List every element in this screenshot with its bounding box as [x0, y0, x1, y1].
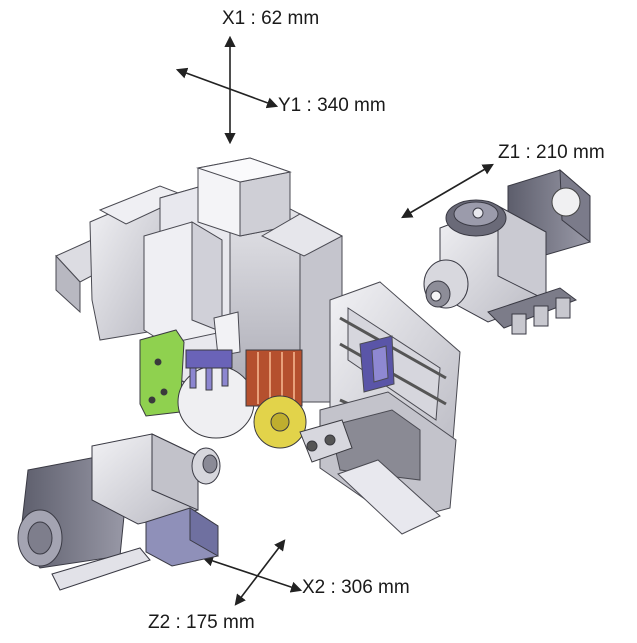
y1-axis-arrow: [175, 67, 279, 109]
green-bracket: [139, 329, 185, 417]
z1-axis-label: Z1 : 210 mm: [498, 142, 605, 163]
z2-axis-arrow: [234, 539, 286, 606]
x2-axis-label: X2 : 306 mm: [302, 577, 410, 598]
y1-axis-label: Y1 : 340 mm: [278, 95, 386, 116]
slideway-frame: [319, 281, 461, 535]
tool-turret-group: [139, 329, 353, 463]
z2-lower-spindle-unit: [17, 433, 221, 591]
z1-subspindle-unit: [423, 168, 591, 335]
x1-axis-label: X1 : 62 mm: [222, 8, 320, 29]
x2-axis-arrow: [201, 555, 303, 593]
z1-axis-arrow: [401, 163, 494, 219]
axis-arrows: [175, 35, 494, 606]
z2-axis-label: Z2 : 175 mm: [148, 612, 255, 633]
